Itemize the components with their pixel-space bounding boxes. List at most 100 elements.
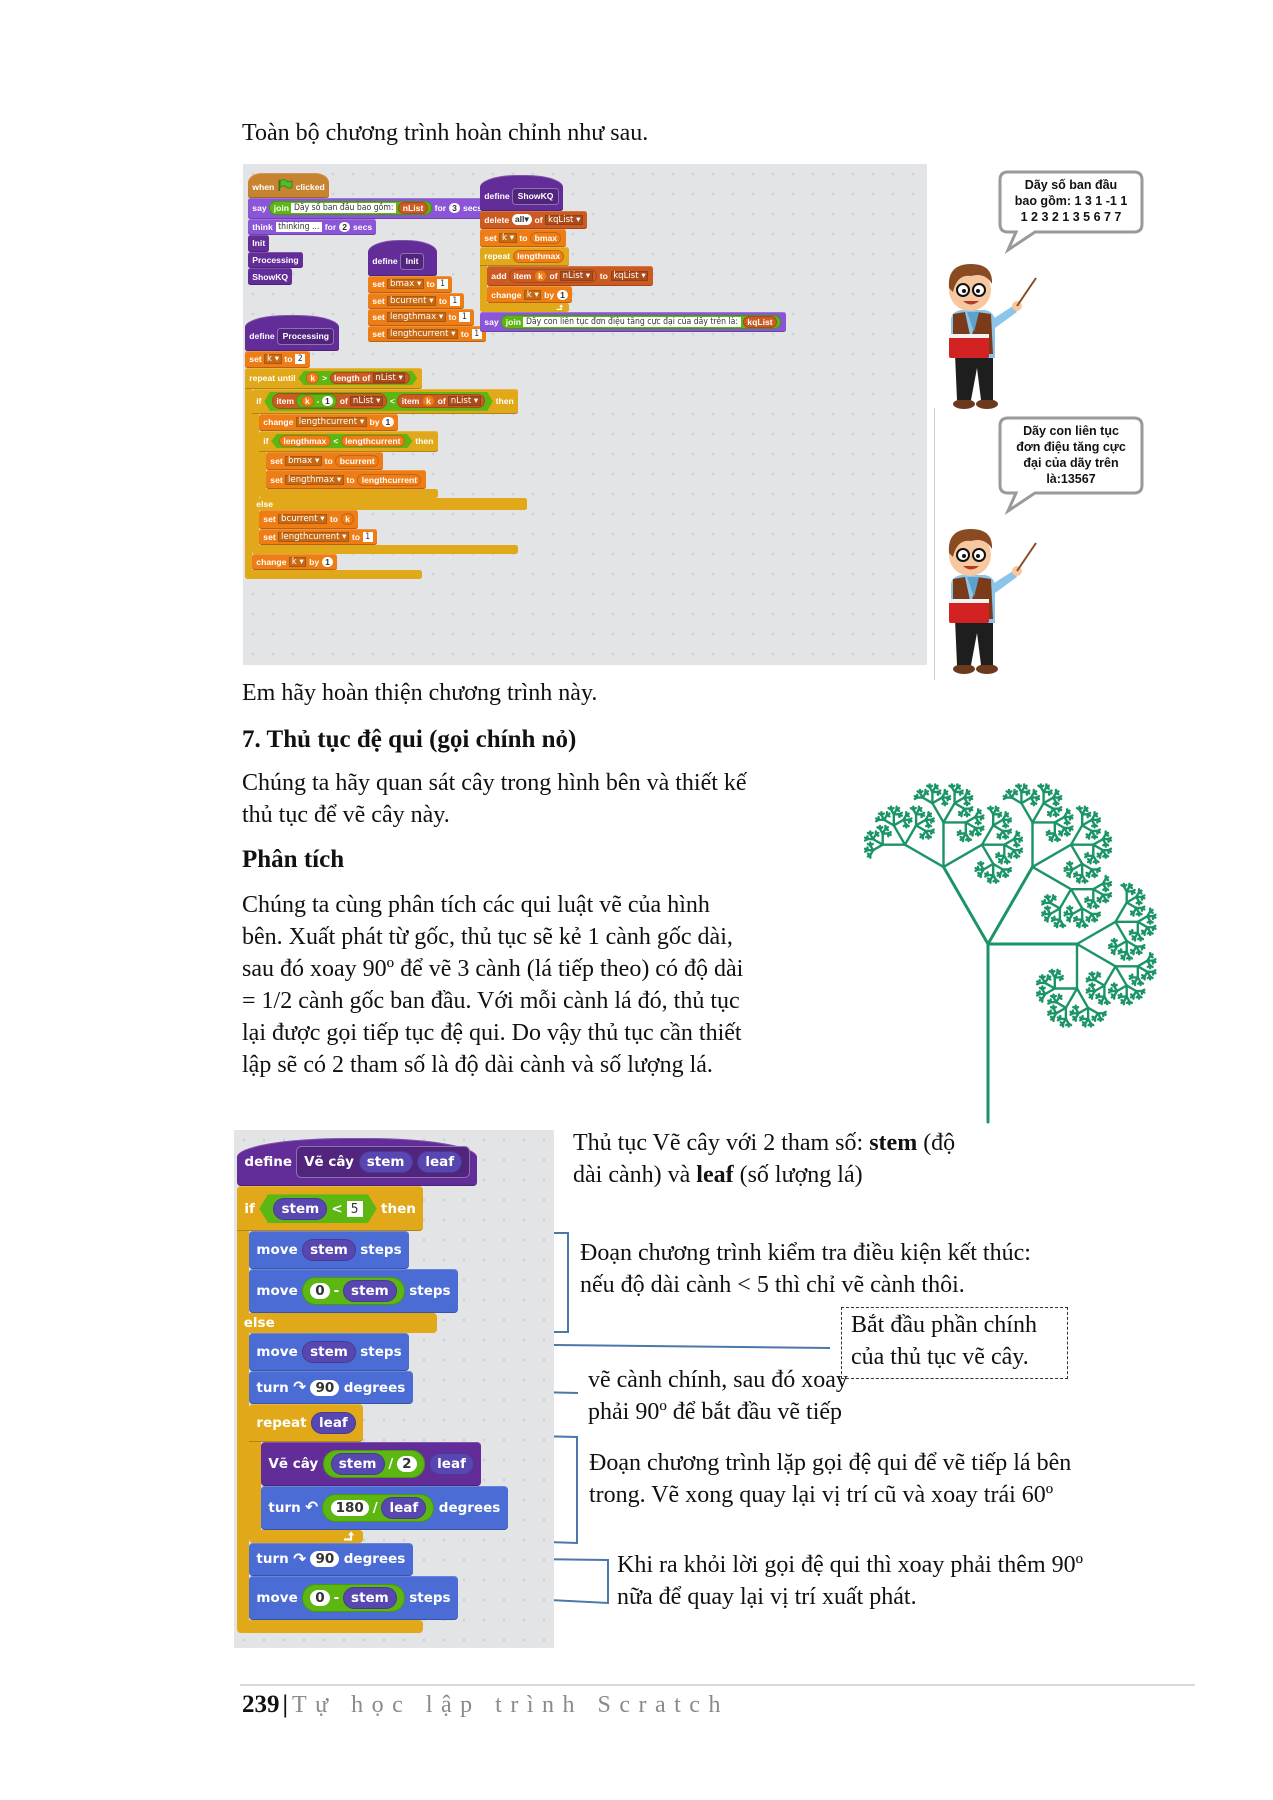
round-dropdown[interactable]: all▾ xyxy=(511,214,532,226)
text-input[interactable]: Dãy số ban đầu bao gồm: xyxy=(291,203,397,214)
dropdown[interactable]: k ▾ xyxy=(499,232,517,243)
dropdown[interactable]: bcurrent ▾ xyxy=(387,295,437,306)
reporter[interactable]: 180/leaf xyxy=(322,1493,435,1522)
text-input[interactable]: 1 xyxy=(362,531,373,542)
boolean-reporter[interactable]: stem<5 xyxy=(259,1194,376,1223)
variable-reporter-lengthcurrent[interactable]: lengthcurrent xyxy=(341,435,405,447)
number-input[interactable]: 2 xyxy=(397,1455,417,1472)
dropdown[interactable]: lengthcurrent ▾ xyxy=(296,417,367,428)
number-input[interactable]: 1 xyxy=(321,557,334,568)
variable-reporter-leaf[interactable]: leaf xyxy=(417,1151,463,1174)
variable-reporter-lengthmax[interactable]: lengthmax xyxy=(512,250,565,263)
reporter[interactable]: k-1 xyxy=(296,394,337,408)
dropdown[interactable]: kqList ▾ xyxy=(610,271,649,282)
reporter[interactable]: 0-stem xyxy=(302,1583,405,1612)
variable-reporter-bmax[interactable]: bmax xyxy=(530,231,562,244)
text-input[interactable]: 1 xyxy=(459,312,470,323)
custom-block[interactable]: Processing xyxy=(248,251,303,269)
dropdown[interactable]: lengthmax ▾ xyxy=(285,474,344,485)
number-input[interactable]: 1 xyxy=(322,396,333,406)
variable-reporter-leaf[interactable]: leaf xyxy=(429,1452,475,1475)
number-input[interactable]: 1 xyxy=(382,417,394,428)
dropdown[interactable]: bcurrent ▾ xyxy=(278,514,328,525)
dropdown[interactable]: nList ▾ xyxy=(350,396,383,406)
text-input[interactable]: 5 xyxy=(347,1201,363,1217)
variable-reporter-k[interactable]: k xyxy=(533,270,548,283)
variable-reporter-lengthcurrent[interactable]: lengthcurrent xyxy=(357,473,422,486)
variable-reporter-leaf[interactable]: leaf xyxy=(381,1496,427,1519)
dropdown[interactable]: bmax ▾ xyxy=(285,456,322,467)
boolean-reporter[interactable]: lengthmax<lengthcurrent xyxy=(271,434,412,449)
custom-block[interactable]: ShowKQ xyxy=(248,268,293,285)
text-input[interactable]: 1 xyxy=(471,328,482,339)
dropdown[interactable]: nList ▾ xyxy=(560,271,593,282)
text-input[interactable]: 1 xyxy=(437,279,448,290)
variable-reporter-stem[interactable]: stem xyxy=(302,1341,356,1364)
text-input[interactable]: 1 xyxy=(449,295,460,306)
number-input[interactable]: 2 xyxy=(338,221,351,232)
text-input[interactable]: 2 xyxy=(295,354,306,365)
variable-reporter-stem[interactable]: stem xyxy=(342,1280,397,1303)
number-input[interactable]: 0 xyxy=(310,1283,330,1300)
dropdown[interactable]: lengthcurrent ▾ xyxy=(387,328,459,339)
dropdown[interactable]: k ▾ xyxy=(289,557,307,568)
number-input[interactable]: 0 xyxy=(310,1589,330,1606)
variable-reporter-stem[interactable]: stem xyxy=(342,1586,397,1609)
dropdown[interactable]: bmax ▾ xyxy=(387,279,424,290)
text-input[interactable]: thinking ... xyxy=(275,221,322,232)
dropdown[interactable]: kqList ▾ xyxy=(545,214,584,225)
variable-reporter-k[interactable]: k xyxy=(301,395,314,407)
number-input[interactable]: 3 xyxy=(448,203,461,214)
number-input[interactable]: 90 xyxy=(310,1551,340,1568)
variable-reporter-stem[interactable]: stem xyxy=(302,1239,356,1262)
variable-reporter-stem[interactable]: stem xyxy=(273,1198,327,1220)
reporter[interactable]: stem/2 xyxy=(322,1449,425,1478)
reporter[interactable]: 0-stem xyxy=(302,1277,405,1306)
variable-reporter-nList[interactable]: nList xyxy=(398,202,428,215)
variable-reporter-k[interactable]: k xyxy=(306,372,319,384)
variable-reporter-stem[interactable]: stem xyxy=(358,1151,413,1174)
dropdown[interactable]: k ▾ xyxy=(524,289,542,300)
dropdown[interactable]: lengthmax ▾ xyxy=(387,312,446,323)
dropdown[interactable]: lengthcurrent ▾ xyxy=(278,531,350,542)
variable-reporter-k[interactable]: k xyxy=(422,395,435,407)
